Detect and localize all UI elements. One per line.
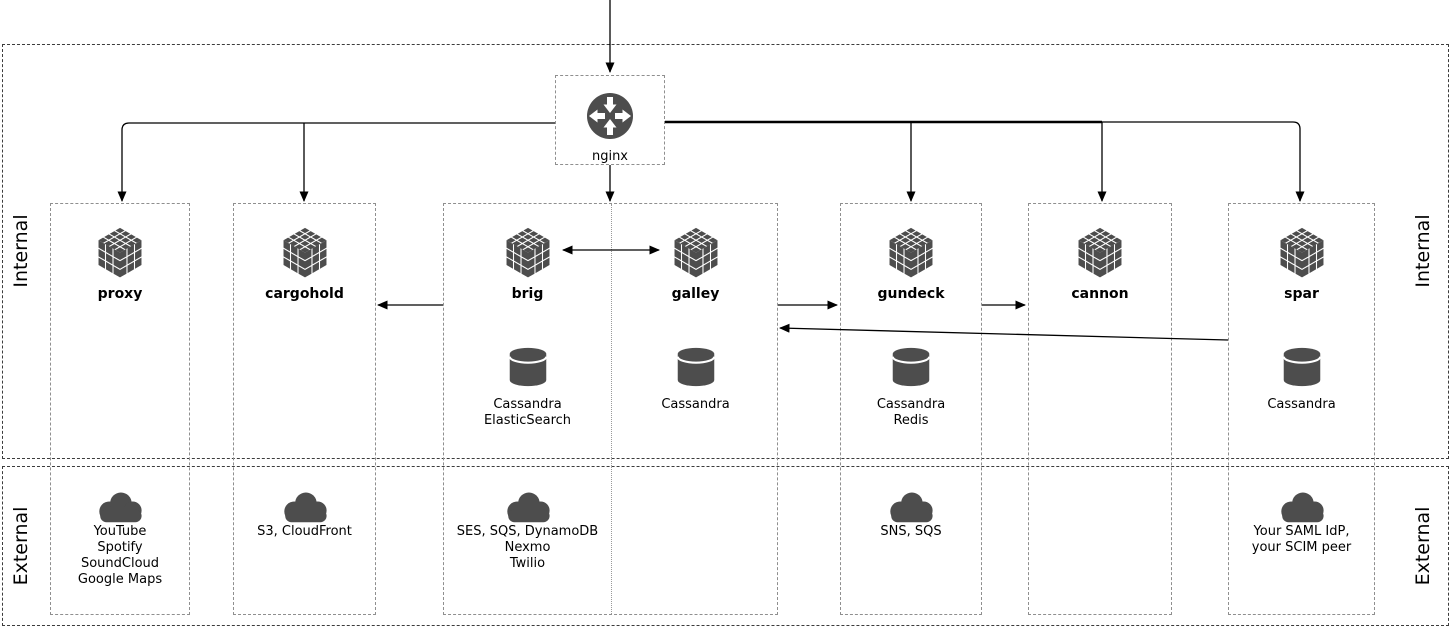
service-node-gundeck[interactable]: gundeck Cassandra Redis SNS, SQS [840, 203, 982, 615]
cube-icon [889, 227, 933, 278]
service-label: galley [671, 286, 720, 302]
cloud-icon [283, 492, 327, 523]
service-node-brig[interactable]: brig Cassandra ElasticSearch SES, SQS, D… [444, 204, 611, 614]
cube-icon [506, 227, 549, 278]
datastore-label: Cassandra Redis [876, 397, 946, 428]
service-label: proxy [97, 286, 143, 302]
database-cylinder-icon [1282, 346, 1321, 388]
cube-icon [1078, 227, 1122, 278]
zone-label-external-left: External [10, 506, 32, 586]
external-deps-label: SES, SQS, DynamoDB Nexmo Twilio [456, 524, 599, 571]
external-deps-label: YouTube Spotify SoundCloud Google Maps [77, 524, 163, 587]
datastore-label: Cassandra ElasticSearch [483, 397, 572, 428]
service-label: cannon [1071, 286, 1129, 302]
external-deps-label: S3, CloudFront [257, 524, 352, 539]
zone-label-internal-left: Internal [10, 214, 32, 288]
service-node-cargohold[interactable]: cargohold S3, CloudFront [233, 203, 376, 615]
service-label: brig [511, 286, 544, 302]
router-node-nginx[interactable]: nginx [555, 75, 665, 165]
database-cylinder-icon [891, 346, 931, 388]
service-node-brig-galley[interactable]: brig Cassandra ElasticSearch SES, SQS, D… [443, 203, 778, 615]
cube-icon [1280, 227, 1323, 278]
cube-icon [98, 227, 142, 278]
cloud-icon [890, 492, 933, 523]
cube-icon [283, 227, 326, 278]
brig-galley-divider [611, 204, 612, 614]
zone-label-internal-right: Internal [1412, 214, 1434, 288]
database-cylinder-icon [508, 346, 547, 388]
router-icon [587, 93, 633, 139]
cloud-icon [99, 492, 142, 523]
cloud-icon [1280, 492, 1324, 523]
service-node-cannon[interactable]: cannon [1028, 203, 1172, 615]
service-label: gundeck [877, 286, 945, 302]
service-label: cargohold [265, 286, 344, 302]
zone-external [2, 466, 1449, 626]
service-node-spar[interactable]: spar Cassandra Your SAML IdP, your SCIM … [1228, 203, 1375, 615]
external-deps-label: Your SAML IdP, your SCIM peer [1251, 524, 1352, 555]
cube-icon [674, 227, 717, 278]
external-deps-label: SNS, SQS [880, 524, 942, 539]
service-label: spar [1284, 286, 1319, 302]
zone-label-external-right: External [1412, 506, 1434, 586]
cloud-icon [506, 492, 550, 523]
database-cylinder-icon [676, 346, 715, 388]
service-node-galley[interactable]: galley Cassandra [612, 204, 779, 614]
datastore-label: Cassandra [1267, 397, 1336, 412]
router-label: nginx [591, 149, 629, 164]
datastore-label: Cassandra [661, 397, 730, 412]
zone-internal [2, 44, 1449, 459]
service-node-proxy[interactable]: proxy YouTube Spotify SoundCloud Google … [50, 203, 190, 615]
